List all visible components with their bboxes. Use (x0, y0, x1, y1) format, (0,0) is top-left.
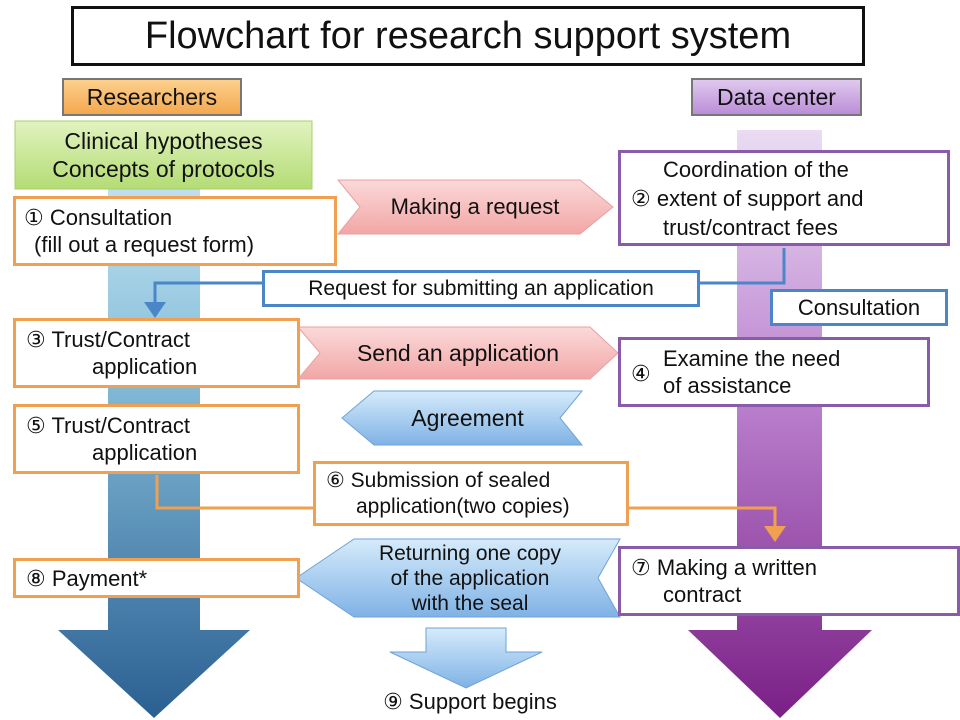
request-submit-label: Request for submitting an application (262, 270, 700, 307)
researchers-header-bg (62, 78, 242, 116)
step-4-marker: ④ (631, 361, 651, 386)
step-6-line-2: application(two copies) (356, 494, 570, 518)
step-4-line-2: of assistance (663, 373, 792, 398)
step-4-line-1: Examine the need (663, 346, 841, 371)
step-1-line-1: ① Consultation (24, 205, 173, 230)
agreement-arrow (341, 390, 584, 446)
page-title: Flowchart for research support system (71, 6, 865, 66)
returning-label: Returning one copy of the application wi… (340, 539, 600, 617)
returning-arrow (295, 538, 621, 618)
step-1-consultation: ① Consultation (fill out a request form) (13, 196, 337, 266)
submission-connector-head (764, 526, 786, 542)
step-7-line-2: contract (663, 582, 742, 607)
step-2-coordination: Coordination of the ② extent of support … (618, 150, 950, 246)
hypotheses-line-1: Clinical hypotheses (64, 128, 263, 154)
hypotheses-line-2: Concepts of protocols (52, 156, 275, 182)
step-5-application: ⑤ Trust/Contract application (13, 404, 300, 474)
step-6-submission: ⑥ Submission of sealed application(two c… (313, 461, 629, 526)
step-3-line-2: application (92, 354, 198, 379)
hypotheses-box: Clinical hypotheses Concepts of protocol… (15, 121, 312, 189)
returning-line-3: with the seal (411, 591, 529, 615)
researchers-lane-label: Researchers (62, 78, 242, 116)
step-6-line-1: ⑥ Submission of sealed (326, 468, 551, 492)
data-center-lane-arrow (688, 130, 872, 718)
data-center-header-bg (691, 78, 862, 116)
hypotheses-bg (14, 120, 313, 190)
send-application-arrow (296, 326, 619, 380)
returning-line-1: Returning one copy (378, 541, 562, 565)
returning-line-2: of the application (390, 566, 550, 590)
step-5-line-2: application (92, 440, 198, 465)
step-4-examine: Examine the need ④ of assistance (618, 337, 930, 407)
making-request-arrow (336, 179, 614, 235)
step-3-application: ③ Trust/Contract application (13, 318, 300, 388)
step-2-line-3: trust/contract fees (663, 214, 838, 240)
agreement-label: Agreement (411, 405, 524, 431)
consultation-connector-head (144, 302, 166, 318)
step-2-line-1: Coordination of the (663, 156, 849, 182)
send-application-label: Send an application (356, 340, 560, 366)
step-7-line-1: ⑦ Making a written (631, 555, 818, 580)
support-begins-arrow (389, 627, 543, 689)
data-center-lane-label: Data center (691, 78, 862, 116)
step-2-line-2: ② extent of support and (631, 185, 864, 211)
consultation-label: Consultation (770, 289, 948, 326)
step-1-line-2: (fill out a request form) (34, 232, 255, 257)
step-7-contract: ⑦ Making a written contract (618, 546, 960, 616)
step-8-payment: ⑧ Payment* (13, 558, 300, 598)
step-5-line-1: ⑤ Trust/Contract (26, 413, 190, 438)
making-request-label: Making a request (390, 194, 560, 219)
support-begins-label: ⑨ Support begins (383, 689, 557, 714)
step-3-line-1: ③ Trust/Contract (26, 327, 190, 352)
